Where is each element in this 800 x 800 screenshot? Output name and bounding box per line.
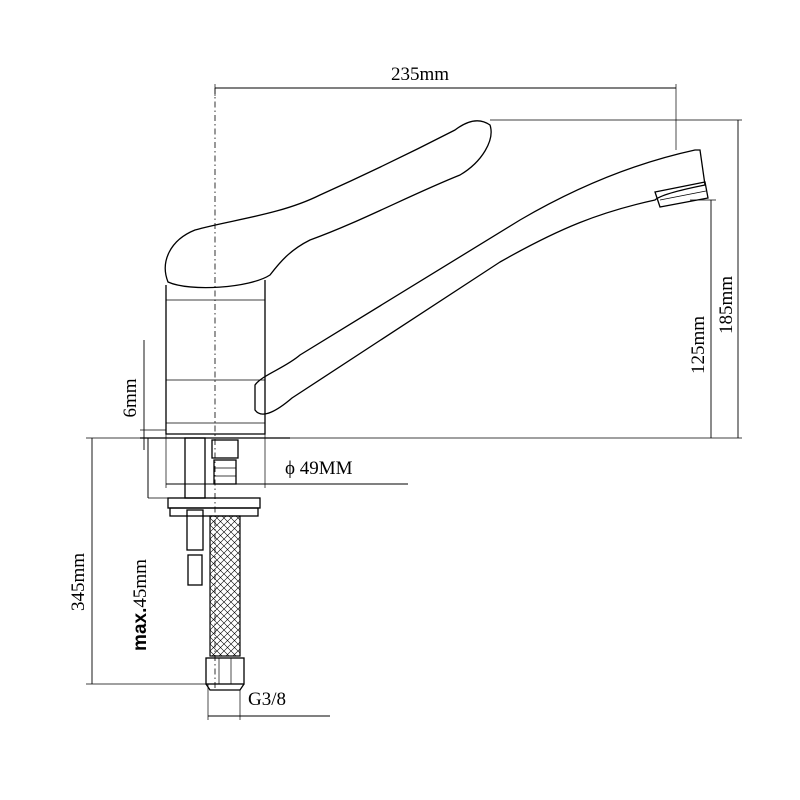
cartridge-body bbox=[165, 280, 266, 435]
label-width-total: 235mm bbox=[391, 64, 449, 85]
spout bbox=[254, 149, 706, 415]
hose-fitting-top bbox=[211, 439, 239, 459]
label-thread: G3/8 bbox=[248, 689, 286, 710]
label-base-diameter: ϕ 49MM bbox=[285, 458, 353, 479]
lever-handle bbox=[164, 120, 492, 289]
threaded-stud bbox=[184, 437, 206, 499]
washer-plate bbox=[167, 497, 261, 509]
washer-bottom bbox=[169, 507, 259, 517]
label-hose-length: 345mm bbox=[68, 553, 89, 611]
hose-nut bbox=[205, 657, 245, 685]
hose-fitting-mid bbox=[213, 459, 237, 485]
fixing-nut bbox=[186, 509, 204, 551]
label-max-value: 45mm bbox=[130, 559, 151, 608]
braided-hose bbox=[209, 515, 241, 657]
stud-end bbox=[187, 554, 203, 586]
label-max-prefix: max. bbox=[130, 608, 151, 651]
label-height-spout: 125mm bbox=[688, 316, 709, 374]
spout-aerator bbox=[654, 181, 709, 208]
label-base-thickness: 6mm bbox=[120, 378, 141, 417]
label-max-thickness: max.45mm bbox=[130, 559, 151, 651]
label-height-total: 185mm bbox=[716, 276, 737, 334]
aerator-line bbox=[659, 190, 707, 201]
faucet-body bbox=[164, 120, 709, 435]
dimensions: 235mm 185mm 125mm 6mm ϕ 49MM 345mm max.4… bbox=[68, 64, 742, 720]
